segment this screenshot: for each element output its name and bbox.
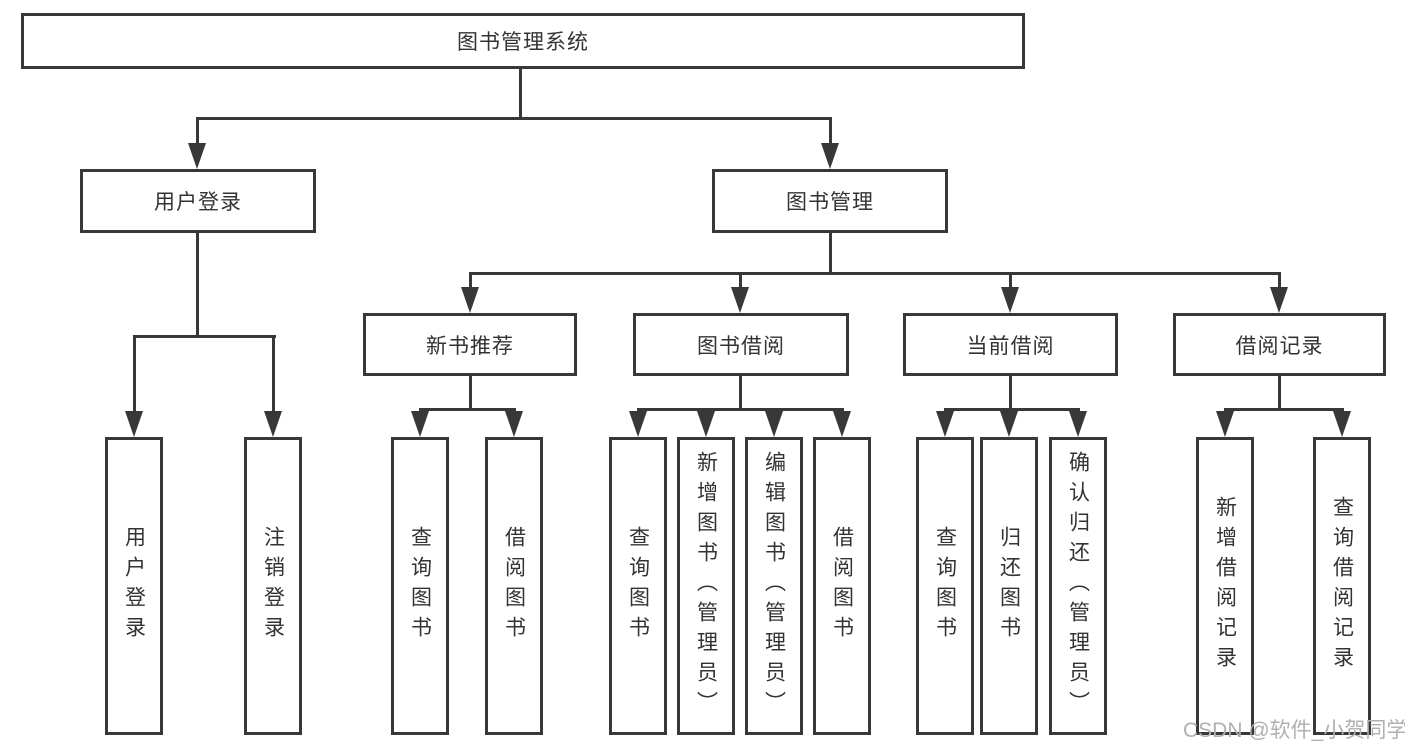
node-label: 图书管理系统 (457, 31, 589, 54)
arrowhead-down-icon (188, 143, 206, 169)
leaf-query-borrow-record: 查询借阅记录 (1313, 437, 1371, 735)
node-label: 用户登录 (154, 191, 242, 214)
node-library-system: 图书管理系统 (21, 13, 1025, 69)
leaf-query-book-current: 查询图书 (916, 437, 974, 735)
leaf-logout: 注销登录 (244, 437, 302, 735)
node-user-login: 用户登录 (80, 169, 316, 233)
arrowhead-down-icon (505, 411, 523, 437)
leaf-label: 归还图书 (997, 526, 1021, 646)
connector (133, 335, 136, 413)
leaf-label: 查询图书 (408, 526, 432, 646)
leaf-user-login: 用户登录 (105, 437, 163, 735)
connector (196, 117, 832, 120)
connector (739, 272, 742, 290)
connector (637, 408, 844, 411)
arrowhead-down-icon (629, 411, 647, 437)
node-current-borrow: 当前借阅 (903, 313, 1118, 376)
connector (1278, 375, 1281, 411)
leaf-label: 新增图书（管理员） (694, 451, 718, 721)
leaf-return-book: 归还图书 (980, 437, 1038, 735)
leaf-label: 借阅图书 (830, 526, 854, 646)
connector (1009, 375, 1012, 411)
connector (739, 375, 742, 411)
arrowhead-down-icon (936, 411, 954, 437)
connector (133, 335, 276, 338)
arrowhead-down-icon (1069, 411, 1087, 437)
leaf-label: 新增借阅记录 (1213, 496, 1237, 676)
leaf-borrow-book: 借阅图书 (813, 437, 871, 735)
leaf-add-book-admin: 新增图书（管理员） (677, 437, 735, 735)
arrowhead-down-icon (697, 411, 715, 437)
arrowhead-down-icon (1216, 411, 1234, 437)
node-borrow-record: 借阅记录 (1173, 313, 1386, 376)
leaf-label: 查询图书 (933, 526, 957, 646)
csdn-watermark: CSDN @软件_小贺同学 (1183, 719, 1405, 742)
arrowhead-down-icon (125, 411, 143, 437)
arrowhead-down-icon (1001, 287, 1019, 313)
arrowhead-down-icon (833, 411, 851, 437)
leaf-query-book-borrow: 查询图书 (609, 437, 667, 735)
leaf-label: 查询图书 (626, 526, 650, 646)
leaf-label: 编辑图书（管理员） (762, 451, 786, 721)
connector (272, 335, 275, 413)
arrowhead-down-icon (765, 411, 783, 437)
node-new-book-recommend: 新书推荐 (363, 313, 577, 376)
connector (196, 117, 199, 145)
arrowhead-down-icon (731, 287, 749, 313)
leaf-confirm-return-admin: 确认归还（管理员） (1049, 437, 1107, 735)
connector (469, 375, 472, 411)
arrowhead-down-icon (821, 143, 839, 169)
connector (469, 272, 1281, 275)
connector (829, 233, 832, 275)
node-book-borrow: 图书借阅 (633, 313, 849, 376)
connector (196, 233, 199, 335)
connector (1224, 408, 1344, 411)
leaf-add-borrow-record: 新增借阅记录 (1196, 437, 1254, 735)
arrowhead-down-icon (1333, 411, 1351, 437)
connector (944, 408, 1080, 411)
connector (829, 117, 832, 145)
arrowhead-down-icon (1000, 411, 1018, 437)
leaf-label: 查询借阅记录 (1330, 496, 1354, 676)
arrowhead-down-icon (411, 411, 429, 437)
leaf-query-book-recommend: 查询图书 (391, 437, 449, 735)
connector (1278, 272, 1281, 290)
leaf-label: 用户登录 (122, 526, 146, 646)
node-label: 当前借阅 (966, 334, 1055, 358)
node-label: 新书推荐 (426, 334, 514, 358)
leaf-label: 确认归还（管理员） (1066, 451, 1090, 721)
connector (519, 69, 522, 117)
node-label: 借阅记录 (1235, 334, 1324, 358)
node-label: 图书借阅 (697, 334, 785, 358)
arrowhead-down-icon (1270, 287, 1288, 313)
leaf-label: 注销登录 (261, 526, 285, 646)
node-book-management: 图书管理 (712, 169, 948, 233)
connector (469, 272, 472, 290)
arrowhead-down-icon (461, 287, 479, 313)
arrowhead-down-icon (264, 411, 282, 437)
connector (419, 408, 516, 411)
leaf-edit-book-admin: 编辑图书（管理员） (745, 437, 803, 735)
connector (1009, 272, 1012, 290)
node-label: 图书管理 (786, 191, 874, 214)
leaf-borrow-book-recommend: 借阅图书 (485, 437, 543, 735)
leaf-label: 借阅图书 (502, 526, 526, 646)
